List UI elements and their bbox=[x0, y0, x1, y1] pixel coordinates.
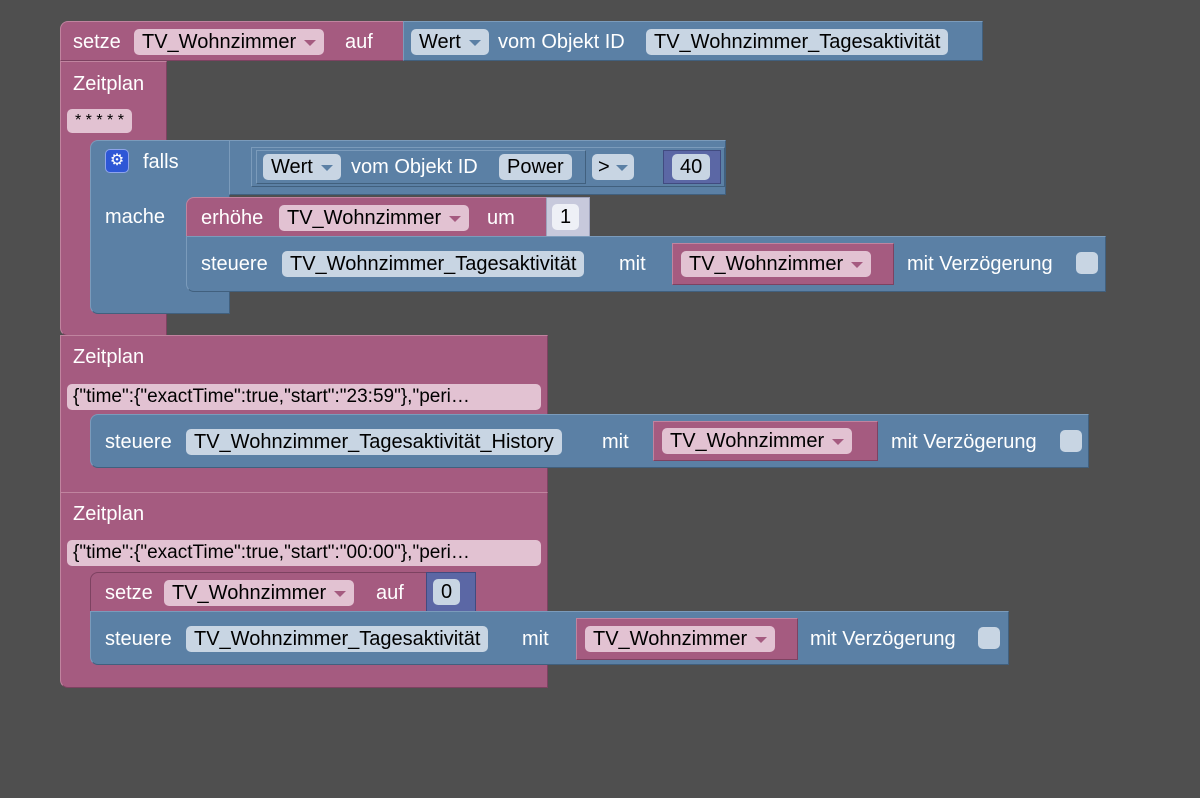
steuere-label: steuere bbox=[201, 253, 268, 275]
delay-label: mit Verzögerung bbox=[891, 431, 1037, 453]
mit-label: mit bbox=[522, 628, 549, 650]
variable-dropdown[interactable]: TV_Wohnzimmer bbox=[279, 205, 470, 231]
auf-label: auf bbox=[376, 582, 404, 604]
chevron-down-icon bbox=[615, 164, 628, 171]
control-block[interactable]: steuere TV_Wohnzimmer_Tagesaktivität_His… bbox=[90, 414, 1089, 468]
control-block[interactable]: steuere TV_Wohnzimmer_Tagesaktivität mit… bbox=[186, 236, 1106, 292]
steuere-label: steuere bbox=[105, 628, 172, 650]
set-variable-block[interactable]: setze TV_Wohnzimmer auf bbox=[90, 572, 428, 612]
number-field[interactable]: 40 bbox=[672, 154, 711, 180]
setze-label: setze bbox=[73, 31, 121, 53]
object-id-field[interactable]: TV_Wohnzimmer_Tagesaktivität_History bbox=[186, 429, 562, 455]
variable-get-block[interactable]: TV_Wohnzimmer bbox=[576, 618, 798, 660]
chevron-down-icon bbox=[334, 590, 347, 597]
variable-dropdown[interactable]: TV_Wohnzimmer bbox=[585, 626, 776, 652]
number-field[interactable]: 1 bbox=[552, 204, 580, 230]
variable-dropdown[interactable]: TV_Wohnzimmer bbox=[681, 251, 872, 277]
setze-label: setze bbox=[105, 582, 153, 604]
delay-checkbox[interactable] bbox=[1060, 430, 1082, 452]
operator-dropdown[interactable]: > bbox=[592, 154, 634, 180]
steuere-label: steuere bbox=[105, 431, 172, 453]
wert-dropdown[interactable]: Wert bbox=[263, 154, 341, 180]
um-label: um bbox=[487, 207, 515, 229]
delay-checkbox[interactable] bbox=[1076, 252, 1098, 274]
chevron-down-icon bbox=[851, 261, 864, 268]
variable-dropdown-value: TV_Wohnzimmer bbox=[670, 430, 825, 452]
chevron-down-icon bbox=[304, 39, 317, 46]
chevron-down-icon bbox=[832, 438, 845, 445]
set-variable-block[interactable]: setze TV_Wohnzimmer auf bbox=[60, 21, 406, 61]
object-id-field[interactable]: TV_Wohnzimmer_Tagesaktivität bbox=[186, 626, 489, 652]
cron-field[interactable]: * * * * * bbox=[67, 109, 132, 133]
gear-icon[interactable]: ⚙ bbox=[105, 149, 129, 173]
mit-label: mit bbox=[602, 431, 629, 453]
number-field[interactable]: 0 bbox=[433, 579, 461, 605]
wert-dropdown-value: Wert bbox=[419, 31, 461, 53]
chevron-down-icon bbox=[449, 215, 462, 222]
chevron-down-icon bbox=[320, 164, 333, 171]
variable-dropdown[interactable]: TV_Wohnzimmer bbox=[662, 428, 853, 454]
schedule-text-field[interactable]: {"time":{"exactTime":true,"start":"23:59… bbox=[67, 384, 541, 410]
control-block[interactable]: steuere TV_Wohnzimmer_Tagesaktivität mit… bbox=[90, 611, 1009, 665]
chevron-down-icon bbox=[468, 39, 481, 46]
vom-objekt-label: vom Objekt ID bbox=[351, 156, 478, 178]
variable-dropdown[interactable]: TV_Wohnzimmer bbox=[164, 580, 355, 606]
number-block[interactable]: 40 bbox=[663, 150, 721, 184]
get-object-value-block[interactable]: Wert vom Objekt ID TV_Wohnzimmer_Tagesak… bbox=[403, 21, 983, 61]
schedule-title: Zeitplan bbox=[73, 73, 145, 95]
variable-dropdown-value: TV_Wohnzimmer bbox=[172, 582, 327, 604]
schedule-title: Zeitplan bbox=[73, 346, 145, 368]
variable-dropdown-value: TV_Wohnzimmer bbox=[142, 31, 297, 53]
wert-dropdown[interactable]: Wert bbox=[411, 29, 489, 55]
delay-label: mit Verzögerung bbox=[907, 253, 1053, 275]
object-id-field[interactable]: TV_Wohnzimmer_Tagesaktivität bbox=[282, 251, 585, 277]
if-condition-row: Wert vom Objekt ID Power > 40 bbox=[229, 140, 726, 195]
compare-block[interactable]: Wert vom Objekt ID Power > 40 bbox=[251, 147, 725, 187]
variable-dropdown-value: TV_Wohnzimmer bbox=[593, 628, 748, 650]
variable-get-block[interactable]: TV_Wohnzimmer bbox=[672, 243, 894, 285]
mache-label: mache bbox=[105, 206, 166, 228]
falls-label: falls bbox=[143, 151, 179, 173]
object-id-field[interactable]: Power bbox=[499, 154, 572, 180]
variable-dropdown[interactable]: TV_Wohnzimmer bbox=[134, 29, 325, 55]
number-block[interactable]: 1 bbox=[546, 197, 590, 237]
variable-dropdown-value: TV_Wohnzimmer bbox=[689, 253, 844, 275]
delay-label: mit Verzögerung bbox=[810, 628, 956, 650]
object-id-field[interactable]: TV_Wohnzimmer_Tagesaktivität bbox=[646, 29, 949, 55]
number-block[interactable]: 0 bbox=[426, 572, 476, 612]
schedule-title: Zeitplan bbox=[73, 503, 145, 525]
variable-get-block[interactable]: TV_Wohnzimmer bbox=[653, 421, 878, 461]
variable-dropdown-value: TV_Wohnzimmer bbox=[287, 207, 442, 229]
get-object-value-block[interactable]: Wert vom Objekt ID Power bbox=[256, 150, 586, 184]
increment-block[interactable]: erhöhe TV_Wohnzimmer um bbox=[186, 197, 549, 237]
operator-value: > bbox=[598, 156, 610, 178]
erhoehe-label: erhöhe bbox=[201, 207, 264, 229]
mit-label: mit bbox=[619, 253, 646, 275]
vom-objekt-label: vom Objekt ID bbox=[498, 31, 625, 53]
schedule-text-field[interactable]: {"time":{"exactTime":true,"start":"00:00… bbox=[67, 540, 541, 566]
auf-label: auf bbox=[345, 31, 373, 53]
wert-dropdown-value: Wert bbox=[271, 156, 313, 178]
chevron-down-icon bbox=[755, 636, 768, 643]
delay-checkbox[interactable] bbox=[978, 627, 1000, 649]
